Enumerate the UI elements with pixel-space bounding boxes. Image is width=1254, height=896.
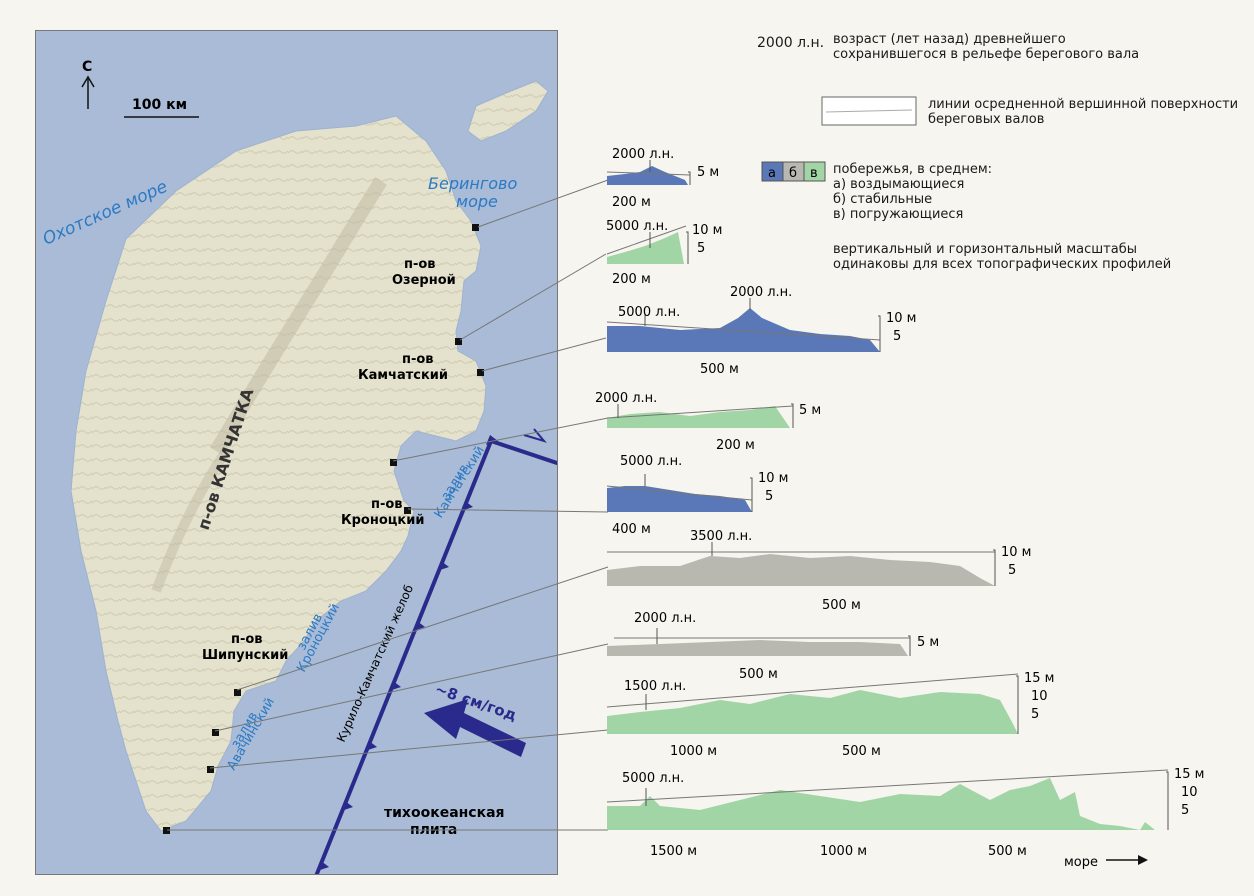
legend-coast-4: в) погружающиеся [833, 207, 964, 222]
profile-3-shape [607, 308, 880, 352]
profile-3-age-2: 2000 л.н. [730, 285, 792, 300]
profile-1: 2000 л.н. 5 м 200 м [606, 147, 719, 210]
profile-9-height-5: 5 [1181, 803, 1189, 818]
profile-4-shape [607, 406, 790, 428]
shipunsky-pen-label-1: п-ов [231, 632, 263, 647]
profile-9-distance-500: 500 м [988, 844, 1027, 859]
profile-2-height-10: 10 м [692, 223, 722, 238]
bering-sea-label-2: море [456, 192, 498, 211]
legend-line-box [821, 96, 917, 126]
ridge-relief [209, 177, 387, 455]
profile-8-height-5: 5 [1031, 707, 1039, 722]
profile-9-age: 5000 л.н. [622, 771, 684, 786]
legend-age-key: 2000 л.н. [757, 35, 825, 51]
profile-2-distance: 200 м [612, 272, 651, 287]
profile-3: 5000 л.н. 2000 л.н. 10 м 5 500 м [606, 285, 916, 377]
profile-7-shape [607, 640, 908, 656]
legend-line-desc-2: береговых валов [928, 112, 1045, 127]
sea-arrow-icon [1106, 855, 1148, 865]
shipunsky-pen-label-2: Шипунский [202, 648, 288, 663]
profile-3-age-1: 5000 л.н. [618, 305, 680, 320]
profile-2-shape [607, 232, 684, 264]
profile-8-age: 1500 л.н. [624, 679, 686, 694]
legend-coast-1: побережья, в среднем: [833, 162, 993, 177]
profile-2-height-5: 5 [697, 241, 705, 256]
profile-7-age: 2000 л.н. [634, 611, 696, 626]
map-panel: С 100 км Охотское море Берингово море за… [35, 30, 558, 875]
legend-age-line-1: возраст (лет назад) древнейшего [833, 32, 1066, 47]
legend-line-desc-1: линии осредненной вершинной поверхности [928, 97, 1239, 112]
profile-8-height-15: 15 м [1024, 671, 1054, 686]
north-label: С [82, 59, 92, 75]
profile-8: 1500 л.н. 15 м 10 5 1000 м 500 м [606, 671, 1054, 759]
profile-5-height-5: 5 [765, 489, 773, 504]
profile-8-shape [607, 690, 1018, 734]
profile-4-distance: 200 м [716, 438, 755, 453]
profile-8-distance-500: 500 м [842, 744, 881, 759]
ozernoy-label-1: п-ов [404, 257, 436, 272]
profile-6-distance: 500 м [822, 598, 861, 613]
profile-2: 5000 л.н. 10 м 5 200 м [606, 219, 722, 287]
profile-5: 5000 л.н. 10 м 5 400 м [606, 454, 788, 537]
profile-4-height: 5 м [799, 403, 821, 418]
legend-line-sample [825, 109, 913, 113]
kronotsky-pen-label-1: п-ов [371, 497, 403, 512]
ozernoy-label-2: Озерной [392, 273, 456, 288]
profile-6-height-5: 5 [1008, 563, 1016, 578]
profile-3-distance: 500 м [700, 362, 739, 377]
swatch-a: а [768, 166, 776, 181]
profile-6: 3500 л.н. 10 м 5 500 м [607, 529, 1031, 613]
profile-7: 2000 л.н. 5 м 500 м [607, 611, 939, 682]
profile-3-height-10: 10 м [886, 311, 916, 326]
profile-3-height-5: 5 [893, 329, 901, 344]
profile-2-age: 5000 л.н. [606, 219, 668, 234]
sea-direction-label: море [1064, 855, 1098, 870]
profile-9-distance-1500: 1500 м [650, 844, 697, 859]
kamchatsky-pen-label-2: Камчатский [358, 368, 448, 383]
map-svg: С 100 км Охотское море Берингово море за… [36, 31, 557, 874]
profile-6-height-10: 10 м [1001, 545, 1031, 560]
profile-6-shape [607, 554, 995, 586]
profile-4-age: 2000 л.н. [595, 391, 657, 406]
profile-5-height-10: 10 м [758, 471, 788, 486]
profile-9-height-10: 10 [1181, 785, 1198, 800]
profile-9-shape [607, 778, 1155, 830]
legend-coast-2: а) воздымающиеся [833, 177, 965, 192]
pacific-plate-label-2: плита [410, 822, 457, 838]
legend-age-line-2: сохранившегося в рельефе берегового вала [833, 47, 1140, 62]
legend-scale-2: одинаковы для всех топографических профи… [833, 257, 1172, 272]
profile-6-age: 3500 л.н. [690, 529, 752, 544]
profile-1-age: 2000 л.н. [612, 147, 674, 162]
kronotsky-pen-label-2: Кроноцкий [341, 513, 424, 528]
profile-4: 2000 л.н. 5 м 200 м [595, 391, 821, 453]
karaginsky-island [467, 80, 549, 142]
profile-1-height: 5 м [697, 165, 719, 180]
legend-scale-1: вертикальный и горизонтальный масштабы [833, 242, 1137, 257]
profile-7-height: 5 м [917, 635, 939, 650]
swatch-b: б [789, 166, 797, 181]
swatch-c: в [810, 166, 818, 181]
profile-9: 5000 л.н. 15 м 10 5 1500 м 1000 м 500 м [606, 767, 1204, 859]
kamchatka-land [70, 115, 487, 832]
profile-1-distance: 200 м [612, 195, 651, 210]
profile-5-shape [607, 486, 752, 512]
profile-5-distance: 400 м [612, 522, 651, 537]
profile-9-height-15: 15 м [1174, 767, 1204, 782]
profile-8-distance-1000: 1000 м [670, 744, 717, 759]
profile-7-distance: 500 м [739, 667, 778, 682]
pacific-plate-label-1: тихоокеанская [384, 805, 505, 821]
legend-coast-3: б) стабильные [833, 192, 933, 207]
scale-label: 100 км [132, 97, 187, 113]
profile-1-shape [607, 166, 688, 185]
bering-sea-label-1: Берингово [428, 174, 517, 193]
legend-swatches: а б в [761, 161, 826, 182]
profile-9-distance-1000: 1000 м [820, 844, 867, 859]
kamchatsky-pen-label-1: п-ов [402, 352, 434, 367]
profile-8-height-10: 10 [1031, 689, 1048, 704]
profile-5-age: 5000 л.н. [620, 454, 682, 469]
